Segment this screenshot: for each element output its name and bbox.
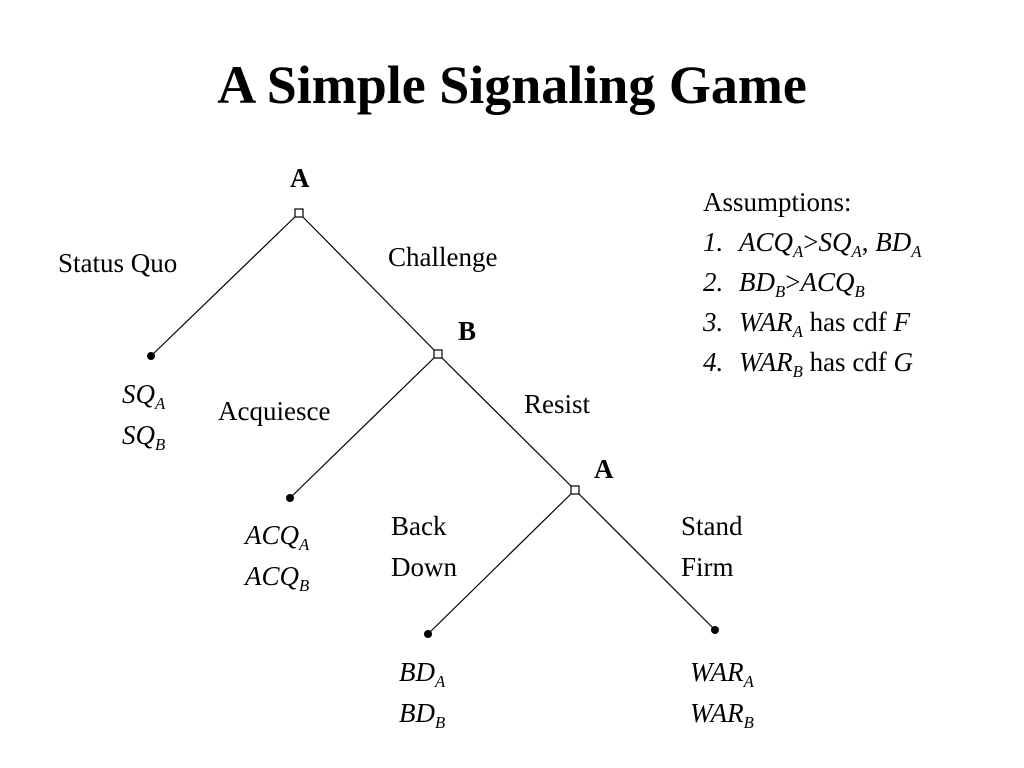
decision-node-a-root [294,208,304,218]
payoff-acq-a: ACQA [245,520,310,554]
assumptions-heading: Assumptions: [703,187,852,217]
edge-acquiesce [289,353,439,499]
player-label-root: A [290,163,310,193]
edge-back-down [427,489,576,635]
edge-challenge [298,212,439,355]
assumption-2: 2.BDB>ACQB [703,267,865,301]
player-label-b: B [458,316,477,346]
terminal-node-bd [424,630,432,638]
slide-title: A Simple Signaling Game [217,55,807,115]
edge-resist [437,353,576,491]
move-back-down-line2: Down [391,552,457,582]
payoff-war-b: WARB [690,698,754,732]
payoff-sq-a: SQA [122,379,166,413]
assumptions-list: Assumptions: 1.ACQA>SQA, BDA 2.BDB>ACQB … [703,182,921,382]
move-stand-firm-line2: Firm [681,552,734,582]
move-acquiesce: Acquiesce [218,396,331,426]
edge-status-quo [150,212,300,357]
decision-node-b [433,349,443,359]
move-challenge: Challenge [388,242,498,272]
edge-stand-firm [574,489,716,631]
move-resist: Resist [524,389,591,419]
payoff-acq-b: ACQB [245,561,310,595]
assumption-3: 3.WARA has cdf F [703,307,911,341]
payoff-acquiesce: ACQA ACQB [245,515,309,597]
assumption-4: 4.WARB has cdf G [703,347,914,381]
payoff-stand-firm: WARA WARB [690,652,754,734]
terminal-node-sq [147,352,155,360]
move-stand-firm: Stand Firm [681,506,743,588]
move-back-down: Back Down [391,506,457,588]
move-status-quo: Status Quo [58,248,178,278]
decision-node-a-second [570,485,580,495]
move-stand-firm-line1: Stand [681,511,743,541]
payoff-war-a: WARA [690,657,754,691]
payoff-sq-b: SQB [122,420,166,454]
payoff-bd-a: BDA [399,657,446,691]
assumption-1: 1.ACQA>SQA, BDA [703,227,922,261]
payoff-back-down: BDA BDB [399,652,445,734]
terminal-node-acq [286,494,294,502]
payoff-bd-b: BDB [399,698,446,732]
terminal-node-war [711,626,719,634]
move-back-down-line1: Back [391,511,447,541]
player-label-a2: A [594,454,614,484]
payoff-status-quo: SQA SQB [122,374,165,456]
